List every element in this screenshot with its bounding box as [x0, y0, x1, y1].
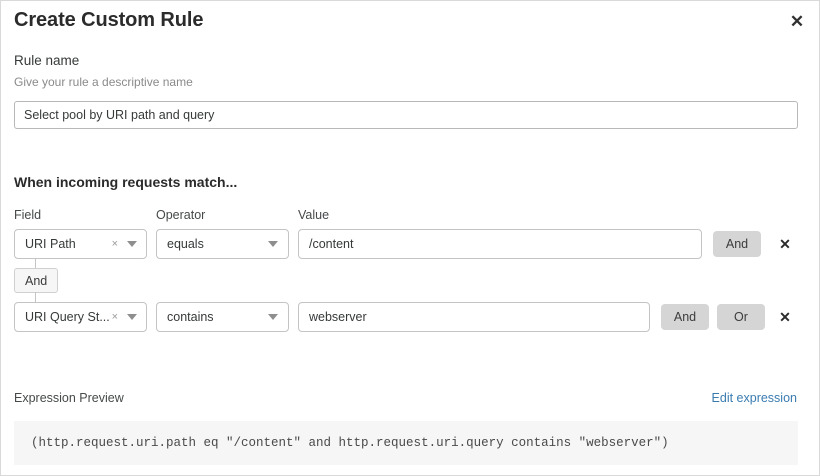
operator-select[interactable]: equals	[156, 229, 289, 259]
chevron-down-icon[interactable]	[127, 241, 137, 247]
rule-name-hint: Give your rule a descriptive name	[14, 75, 193, 89]
connector-line-top	[35, 259, 36, 269]
connector-line-bottom	[35, 292, 36, 302]
operator-select[interactable]: contains	[156, 302, 289, 332]
chevron-down-icon[interactable]	[268, 241, 278, 247]
clear-icon[interactable]: ×	[111, 237, 118, 250]
operator-select-value: equals	[167, 237, 204, 251]
expression-preview-text: (http.request.uri.path eq "/content" and…	[14, 421, 798, 465]
close-icon[interactable]: ✕	[785, 9, 809, 33]
condition-row: URI Path × equals And ✕	[1, 229, 820, 263]
add-or-condition-button[interactable]: Or	[717, 304, 765, 330]
rule-name-label: Rule name	[14, 53, 80, 68]
group-connector-and[interactable]: And	[14, 268, 59, 293]
expression-preview-label: Expression Preview	[14, 391, 124, 405]
field-select-value: URI Path	[25, 237, 76, 251]
column-header-field: Field	[14, 208, 42, 222]
column-header-value: Value	[298, 208, 330, 222]
field-select-value: URI Query St...	[25, 310, 109, 324]
chevron-down-icon[interactable]	[127, 314, 137, 320]
chevron-down-icon[interactable]	[268, 314, 278, 320]
conditions-heading: When incoming requests match...	[14, 174, 238, 190]
rule-name-input[interactable]	[14, 101, 798, 129]
value-input[interactable]	[298, 229, 702, 259]
clear-icon[interactable]: ×	[111, 310, 118, 323]
condition-row: URI Query St... × contains And Or ✕	[1, 302, 820, 336]
add-and-condition-button[interactable]: And	[661, 304, 709, 330]
dialog-title: Create Custom Rule	[14, 9, 204, 31]
value-input[interactable]	[298, 302, 650, 332]
edit-expression-link[interactable]: Edit expression	[711, 391, 797, 405]
add-and-condition-button[interactable]: And	[713, 231, 761, 257]
field-select[interactable]: URI Query St... ×	[14, 302, 147, 332]
operator-select-value: contains	[167, 310, 214, 324]
field-select[interactable]: URI Path ×	[14, 229, 147, 259]
column-header-operator: Operator	[156, 208, 206, 222]
delete-row-icon[interactable]: ✕	[775, 305, 795, 329]
delete-row-icon[interactable]: ✕	[775, 232, 795, 256]
